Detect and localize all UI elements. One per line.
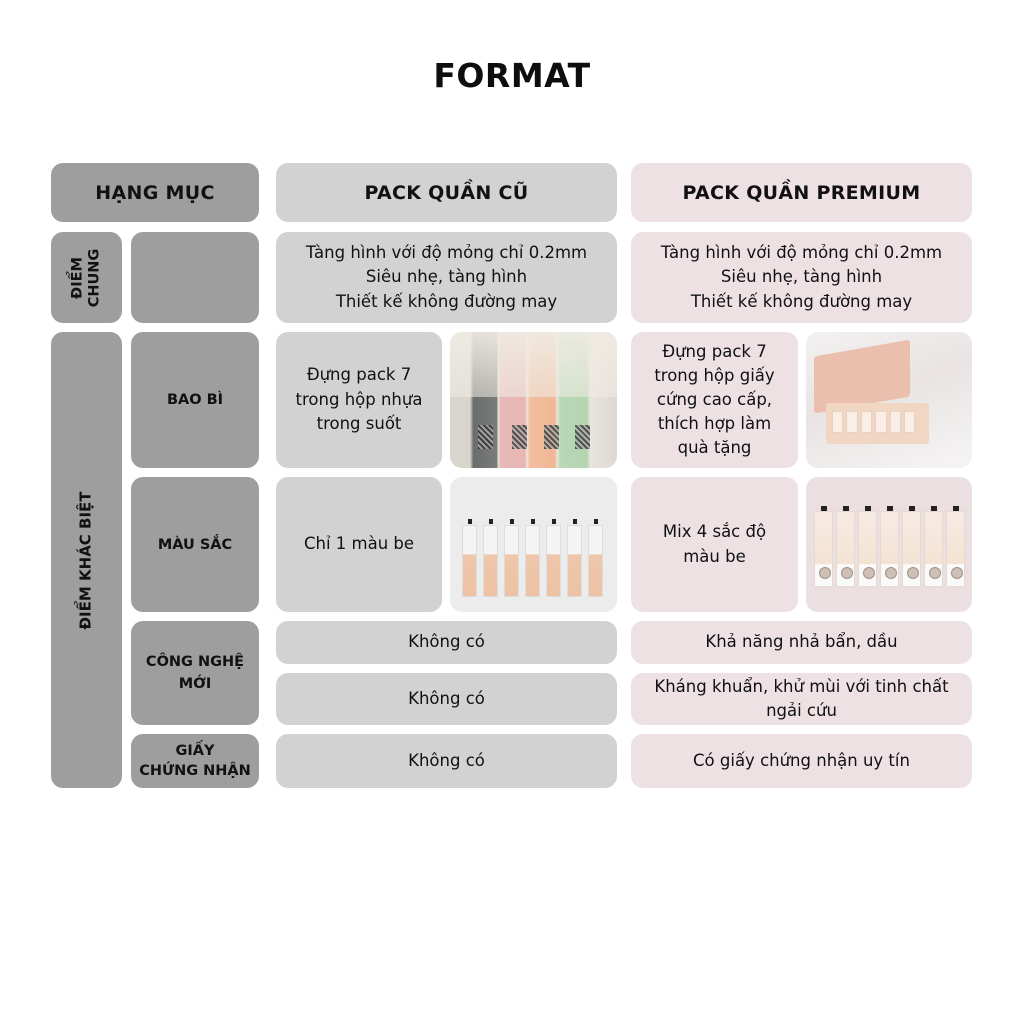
color-premium-line: màu be — [683, 546, 746, 566]
header-old-pack-label: PACK QUẦN CŨ — [364, 181, 529, 204]
common-premium-cell: Tàng hình với độ mỏng chỉ 0.2mm Siêu nhẹ… — [631, 232, 972, 323]
technology-premium-cell-2: Kháng khuẩn, khử mùi với tinh chất ngải … — [631, 673, 972, 725]
technology-old-text: Không có — [408, 632, 485, 652]
common-sublabel-empty — [131, 232, 259, 323]
technology-premium-line: ngải cứu — [766, 701, 837, 720]
differences-group-label-text: ĐIỂM KHÁC BIỆT — [77, 490, 95, 630]
common-group-label-line1: ĐIỂM — [69, 256, 86, 299]
row-label-new-technology: CÔNG NGHỆ MỚI — [131, 621, 259, 725]
common-group-label-line2: CHUNG — [86, 248, 103, 307]
technology-premium-text: Khả năng nhả bẩn, dầu — [705, 632, 898, 652]
packaging-premium-line: Đựng pack 7 — [662, 342, 767, 361]
header-category: HẠNG MỤC — [51, 163, 259, 222]
packaging-old-line: trong suốt — [316, 414, 402, 434]
technology-premium-line: Kháng khuẩn, khử mùi với tinh chất — [654, 677, 949, 696]
old-packaging-photo — [450, 332, 617, 468]
row-label-packaging-text: BAO BÌ — [166, 392, 224, 408]
technology-old-cell-2: Không có — [276, 673, 617, 725]
packaging-premium-line: thích hợp làm — [657, 414, 772, 433]
common-old-line: Siêu nhẹ, tàng hình — [365, 267, 528, 287]
color-old-cell: Chỉ 1 màu be — [276, 477, 442, 612]
certification-premium-text: Có giấy chứng nhận uy tín — [693, 750, 910, 770]
common-premium-line: Siêu nhẹ, tàng hình — [720, 267, 883, 287]
common-premium-line: Tàng hình với độ mỏng chỉ 0.2mm — [660, 242, 943, 262]
common-old-line: Tàng hình với độ mỏng chỉ 0.2mm — [305, 242, 588, 262]
common-old-line: Thiết kế không đường may — [335, 291, 558, 311]
certification-old-cell: Không có — [276, 734, 617, 788]
row-label-certification-line: GIẤY — [175, 743, 215, 759]
packaging-premium-line: trong hộp giấy — [654, 366, 775, 385]
header-premium-pack-label: PACK QUẦN PREMIUM — [682, 181, 921, 204]
differences-group-label: ĐIỂM KHÁC BIỆT — [51, 332, 122, 788]
packaging-premium-cell: Đựng pack 7 trong hộp giấy cứng cao cấp,… — [631, 332, 798, 468]
packaging-old-line: Đựng pack 7 — [306, 365, 412, 385]
row-label-certification-line: CHỨNG NHẬN — [139, 763, 251, 779]
row-label-new-technology-line: MỚI — [178, 676, 212, 692]
row-label-new-technology-line: CÔNG NGHỆ — [145, 654, 245, 670]
header-old-pack: PACK QUẦN CŨ — [276, 163, 617, 222]
technology-old-cell-1: Không có — [276, 621, 617, 664]
color-old-text: Chỉ 1 màu be — [303, 534, 415, 554]
color-premium-cell: Mix 4 sắc độ màu be — [631, 477, 798, 612]
brand-logo: FORMAT — [433, 56, 591, 95]
row-label-color: MÀU SẮC — [131, 477, 259, 612]
row-label-packaging: BAO BÌ — [131, 332, 259, 468]
header-category-label: HẠNG MỤC — [95, 181, 215, 204]
old-single-beige-photo — [450, 477, 617, 612]
premium-gift-box-photo — [806, 332, 972, 468]
common-old-cell: Tàng hình với độ mỏng chỉ 0.2mm Siêu nhẹ… — [276, 232, 617, 323]
common-premium-line: Thiết kế không đường may — [690, 291, 913, 311]
technology-old-text: Không có — [408, 688, 485, 708]
premium-mixed-beige-photo — [806, 477, 972, 612]
color-premium-line: Mix 4 sắc độ — [662, 522, 767, 541]
row-label-color-text: MÀU SẮC — [157, 536, 233, 553]
certification-premium-cell: Có giấy chứng nhận uy tín — [631, 734, 972, 788]
packaging-old-cell: Đựng pack 7 trong hộp nhựa trong suốt — [276, 332, 442, 468]
certification-old-text: Không có — [408, 750, 485, 770]
header-premium-pack: PACK QUẦN PREMIUM — [631, 163, 972, 222]
row-label-certification: GIẤY CHỨNG NHẬN — [131, 734, 259, 788]
packaging-old-line: trong hộp nhựa — [295, 389, 423, 409]
packaging-premium-line: cứng cao cấp, — [656, 390, 773, 409]
packaging-premium-line: quà tặng — [677, 438, 752, 457]
technology-premium-cell-1: Khả năng nhả bẩn, dầu — [631, 621, 972, 664]
common-group-label: ĐIỂM CHUNG — [51, 232, 122, 323]
